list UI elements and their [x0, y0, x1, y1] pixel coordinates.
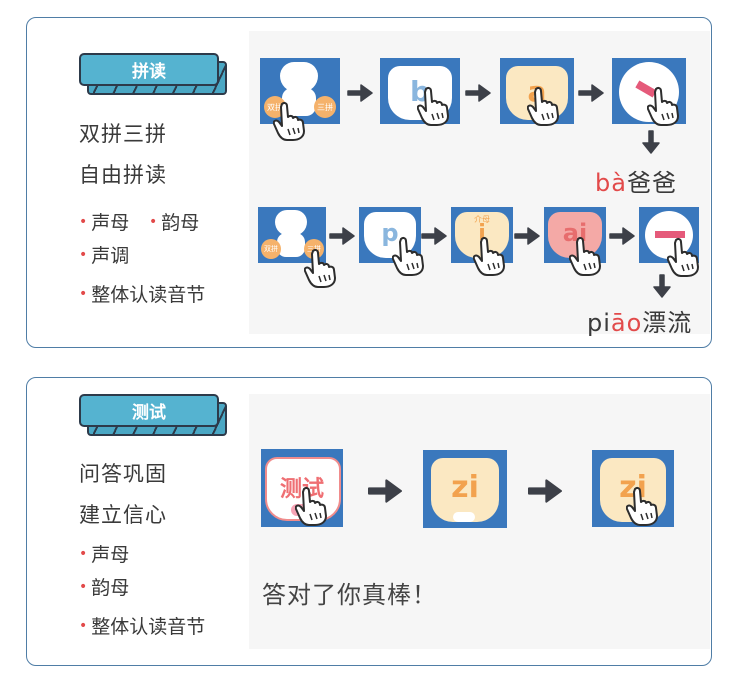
- cat-body-icon: [277, 233, 305, 257]
- pointing-hand-icon: [626, 486, 660, 526]
- letter-card-tile[interactable]: zi: [423, 450, 507, 528]
- pointing-hand-icon: [304, 248, 338, 288]
- arrow-right-icon: [526, 479, 564, 503]
- arrow-right-icon: [421, 227, 447, 245]
- feature-line: 自由拼读: [79, 163, 167, 187]
- badge-label: 测试: [79, 394, 219, 427]
- test-demo-panel: 测试 zi zi 答对了你真棒！: [249, 394, 710, 649]
- feature-line: 问答巩固: [79, 462, 167, 486]
- test-label: 测试: [279, 477, 324, 502]
- spelling-demo-panel: 双拼 三拼 b a bà爸爸 双拼 三拼: [249, 31, 710, 337]
- bullet-item: •声母: [79, 212, 130, 234]
- test-section-card: 测试 问答巩固 建立信心 •声母 •韵母 •整体认读音节 测试 zi zi 答对…: [26, 377, 712, 666]
- pointing-hand-icon: [569, 236, 603, 276]
- arrow-right-icon: [609, 227, 635, 245]
- letter-glyph: i: [478, 221, 486, 246]
- bullet-item: •整体认读音节: [79, 284, 206, 306]
- bullet-dot: •: [79, 618, 88, 634]
- bullet-item: •声调: [79, 245, 130, 267]
- spelling-badge: 拼读: [79, 53, 227, 95]
- arrow-down-icon: [642, 130, 660, 154]
- bullet-dot: •: [79, 214, 88, 230]
- arrow-right-icon: [366, 479, 404, 503]
- pointing-hand-icon: [417, 86, 451, 126]
- pointing-hand-icon: [295, 486, 329, 526]
- bullet-item: •韵母: [149, 212, 200, 234]
- hanzi-text: 爸爸: [626, 169, 677, 197]
- arrow-down-icon: [653, 274, 671, 298]
- arrow-right-icon: [465, 84, 491, 102]
- arrow-right-icon: [347, 84, 373, 102]
- feature-line: 建立信心: [79, 503, 167, 527]
- badge-label: 拼读: [79, 53, 219, 86]
- pointing-hand-icon: [527, 86, 561, 126]
- letter-glyph: zi: [619, 470, 647, 505]
- bullet-dot: •: [79, 579, 88, 595]
- cat-head-icon: [275, 210, 307, 236]
- result-word: piāo漂流: [587, 303, 692, 338]
- result-word: bà爸爸: [595, 163, 677, 198]
- pinyin-text: pi: [587, 309, 611, 337]
- cat-character-tile[interactable]: 双拼 三拼: [260, 58, 340, 124]
- letter-glyph: p: [381, 219, 399, 247]
- bullet-dot: •: [149, 214, 158, 230]
- pointing-hand-icon: [473, 236, 507, 276]
- double-spell-coin: 双拼: [261, 239, 281, 259]
- bullet-dot: •: [79, 286, 88, 302]
- hanzi-text: 漂流: [642, 309, 693, 337]
- arrow-right-icon: [329, 227, 355, 245]
- cat-card-icon: [548, 212, 602, 258]
- feature-line: 双拼三拼: [79, 122, 167, 146]
- bullet-item: •韵母: [79, 577, 130, 599]
- bullet-item: •声母: [79, 544, 130, 566]
- medial-tag: 介母: [474, 215, 490, 224]
- praise-message: 答对了你真棒！: [262, 581, 437, 609]
- pinyin-text-red: āo: [610, 309, 643, 337]
- level-tone-mark: [655, 231, 685, 238]
- letter-card-tile[interactable]: ai: [544, 207, 606, 263]
- arrow-right-icon: [578, 84, 604, 102]
- cat-head-icon: [280, 62, 318, 92]
- spelling-section-card: 拼读 双拼三拼 自由拼读 •声母 •韵母 •声调 •整体认读音节 双拼 三拼 b…: [26, 17, 712, 348]
- cat-card-icon: [431, 458, 499, 522]
- pointing-hand-icon: [647, 86, 681, 126]
- test-badge: 测试: [79, 394, 227, 436]
- letter-glyph: zi: [451, 470, 479, 505]
- triple-spell-coin: 三拼: [314, 96, 336, 118]
- bullet-item: •整体认读音节: [79, 616, 206, 638]
- arrow-right-icon: [514, 227, 540, 245]
- pointing-hand-icon: [667, 237, 701, 277]
- bullet-dot: •: [79, 247, 88, 263]
- pinyin-text: bà: [595, 169, 627, 197]
- bullet-dot: •: [79, 546, 88, 562]
- pointing-hand-icon: [273, 101, 307, 141]
- fish-icon: [453, 512, 475, 522]
